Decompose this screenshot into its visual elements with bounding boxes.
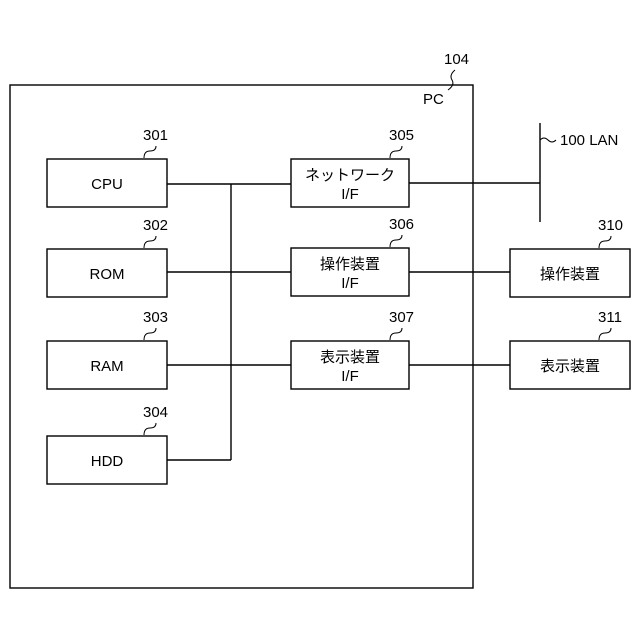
display-device-leader-line — [599, 328, 611, 340]
operation-if-label-line1: 操作装置 — [320, 256, 380, 273]
rom-label: ROM — [90, 266, 125, 283]
ram-ref-number: 303 — [143, 309, 168, 326]
lan-label: 100 LAN — [560, 132, 618, 149]
ram-label: RAM — [90, 358, 123, 375]
cpu-ref-number: 301 — [143, 127, 168, 144]
pc-ref-number: 104 — [444, 51, 469, 68]
operation-device-label: 操作装置 — [540, 266, 600, 283]
network-if-label-line1: ネットワーク — [305, 167, 395, 184]
display-device-ref-number: 311 — [598, 309, 622, 326]
display-device-label: 表示装置 — [540, 358, 600, 375]
network-if-ref-number: 305 — [389, 127, 414, 144]
cpu-label: CPU — [91, 176, 123, 193]
operation-device-leader-line — [599, 236, 611, 248]
hdd-ref-number: 304 — [143, 404, 168, 421]
network-if-label-line2: I/F — [341, 186, 359, 203]
rom-ref-number: 302 — [143, 217, 168, 234]
operation-if-label-line2: I/F — [341, 275, 359, 292]
operation-device-ref-number: 310 — [598, 217, 623, 234]
display-if-label-line1: 表示装置 — [320, 349, 380, 366]
pc-label: PC — [423, 91, 444, 108]
hdd-label: HDD — [91, 453, 124, 470]
display-if-ref-number: 307 — [389, 309, 414, 326]
lan-leader-line — [540, 138, 556, 142]
operation-if-ref-number: 306 — [389, 216, 414, 233]
display-if-label-line2: I/F — [341, 368, 359, 385]
